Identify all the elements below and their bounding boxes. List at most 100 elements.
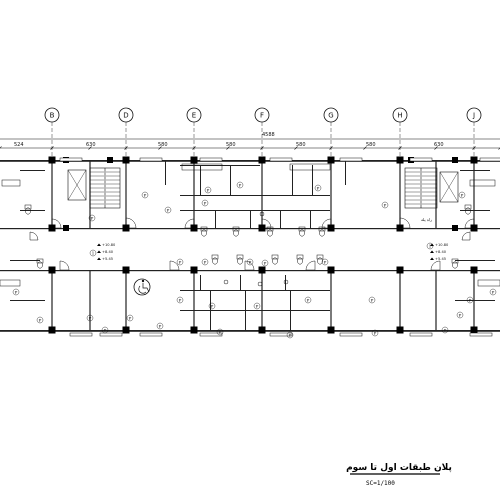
level-value-right: +8.40 xyxy=(435,250,447,254)
room-tag-label: P xyxy=(15,289,18,294)
window xyxy=(409,157,433,162)
toilet-bowl xyxy=(317,257,323,265)
stairs xyxy=(67,167,459,209)
section-tag-label: 1 xyxy=(429,243,432,248)
structural-column xyxy=(452,225,458,231)
interior-wall xyxy=(180,195,330,196)
grid-bubble xyxy=(323,107,339,123)
partition-lower xyxy=(125,271,127,331)
room-tag xyxy=(36,316,44,324)
kitchen-counter xyxy=(289,163,331,171)
interior-wall xyxy=(10,300,45,301)
room-tag xyxy=(12,288,20,296)
toilet-tank xyxy=(24,204,32,210)
dimension-tick xyxy=(260,146,264,150)
interior-wall xyxy=(455,260,495,261)
room-tag xyxy=(204,186,212,194)
room-tag-label: P xyxy=(167,207,170,212)
window xyxy=(69,332,93,337)
door-swing xyxy=(461,231,471,241)
toilet-tank xyxy=(298,226,306,232)
grid-bubble xyxy=(186,107,202,123)
structural-column xyxy=(258,156,266,164)
partition-lower xyxy=(261,271,263,331)
dimension-tick xyxy=(226,146,230,150)
elevator-shaft xyxy=(67,169,87,201)
level-triangle xyxy=(97,257,101,260)
room-tag xyxy=(458,191,466,199)
room-tag-label: P xyxy=(179,297,182,302)
toilet-tank xyxy=(200,226,208,232)
dimension-tick xyxy=(50,146,54,150)
room-tag-label: P xyxy=(384,202,387,207)
exterior-wall-bottom xyxy=(0,330,500,332)
door-swing xyxy=(464,218,475,229)
room-tag xyxy=(208,302,216,310)
room-tag-label: P xyxy=(207,187,210,192)
dimension-value: 580 xyxy=(366,142,376,148)
stair-label: راه پله xyxy=(421,217,432,222)
toilet-bowl xyxy=(452,261,458,269)
level-triangle xyxy=(430,250,434,253)
door-swing xyxy=(125,217,137,229)
floor-drain xyxy=(259,211,265,217)
grid-bubble xyxy=(118,107,134,123)
door-swing xyxy=(51,218,62,229)
structural-column xyxy=(396,266,404,274)
window xyxy=(339,157,363,162)
dimension-tick xyxy=(329,146,333,150)
exterior-wall-top xyxy=(0,160,500,162)
structural-column xyxy=(396,224,404,232)
interior-wall xyxy=(200,275,201,290)
room-tag xyxy=(156,322,164,330)
structural-column xyxy=(48,326,56,334)
structural-column xyxy=(470,156,478,164)
dimension-value: 630 xyxy=(86,142,96,148)
room-tag-label: P xyxy=(459,312,462,317)
room-tag xyxy=(126,314,134,322)
grid-bubble xyxy=(392,107,408,123)
room-tag xyxy=(261,259,269,267)
structural-column xyxy=(258,326,266,334)
floor-drain xyxy=(257,281,263,287)
window xyxy=(139,157,163,162)
room-tag xyxy=(314,184,322,192)
room-tag-label: P xyxy=(256,303,259,308)
stair-label-group: راه پله xyxy=(421,217,432,222)
level-value-left: +8.40 xyxy=(102,250,114,254)
room-tag-label: P xyxy=(264,260,267,265)
level-value-left: +10.80 xyxy=(102,243,116,247)
dimension-tick xyxy=(363,146,367,150)
grid-bubble xyxy=(44,107,60,123)
structural-column xyxy=(470,326,478,334)
door-swing xyxy=(305,260,316,271)
toilet-bowl xyxy=(272,257,278,265)
partition-upper xyxy=(473,160,475,228)
structural-column xyxy=(48,156,56,164)
room-tag xyxy=(246,258,254,266)
room-tag-label: P xyxy=(317,185,320,190)
title-block: پلان طبقات اول تا سوم SC=1/100 xyxy=(346,463,452,487)
interior-wall xyxy=(200,165,201,195)
dimension-value: 580 xyxy=(158,142,168,148)
window xyxy=(199,332,223,337)
level-value-right: +5.45 xyxy=(435,257,446,261)
kitchen-counter xyxy=(1,179,21,187)
room-tag xyxy=(286,331,294,339)
room-tag xyxy=(321,258,329,266)
accessibility-symbol xyxy=(133,278,151,296)
room-tag-label: P xyxy=(492,289,495,294)
toilet-tank xyxy=(318,226,326,232)
room-tag-label: P xyxy=(371,297,374,302)
door-swing xyxy=(184,218,195,229)
interior-wall xyxy=(460,170,490,171)
toilet-bowl xyxy=(319,229,325,237)
room-tag xyxy=(164,206,172,214)
structural-column xyxy=(122,224,130,232)
room-tag-label: P xyxy=(239,182,242,187)
room-tag-label: P xyxy=(249,259,252,264)
structural-column xyxy=(258,224,266,232)
door-swing xyxy=(29,231,39,241)
